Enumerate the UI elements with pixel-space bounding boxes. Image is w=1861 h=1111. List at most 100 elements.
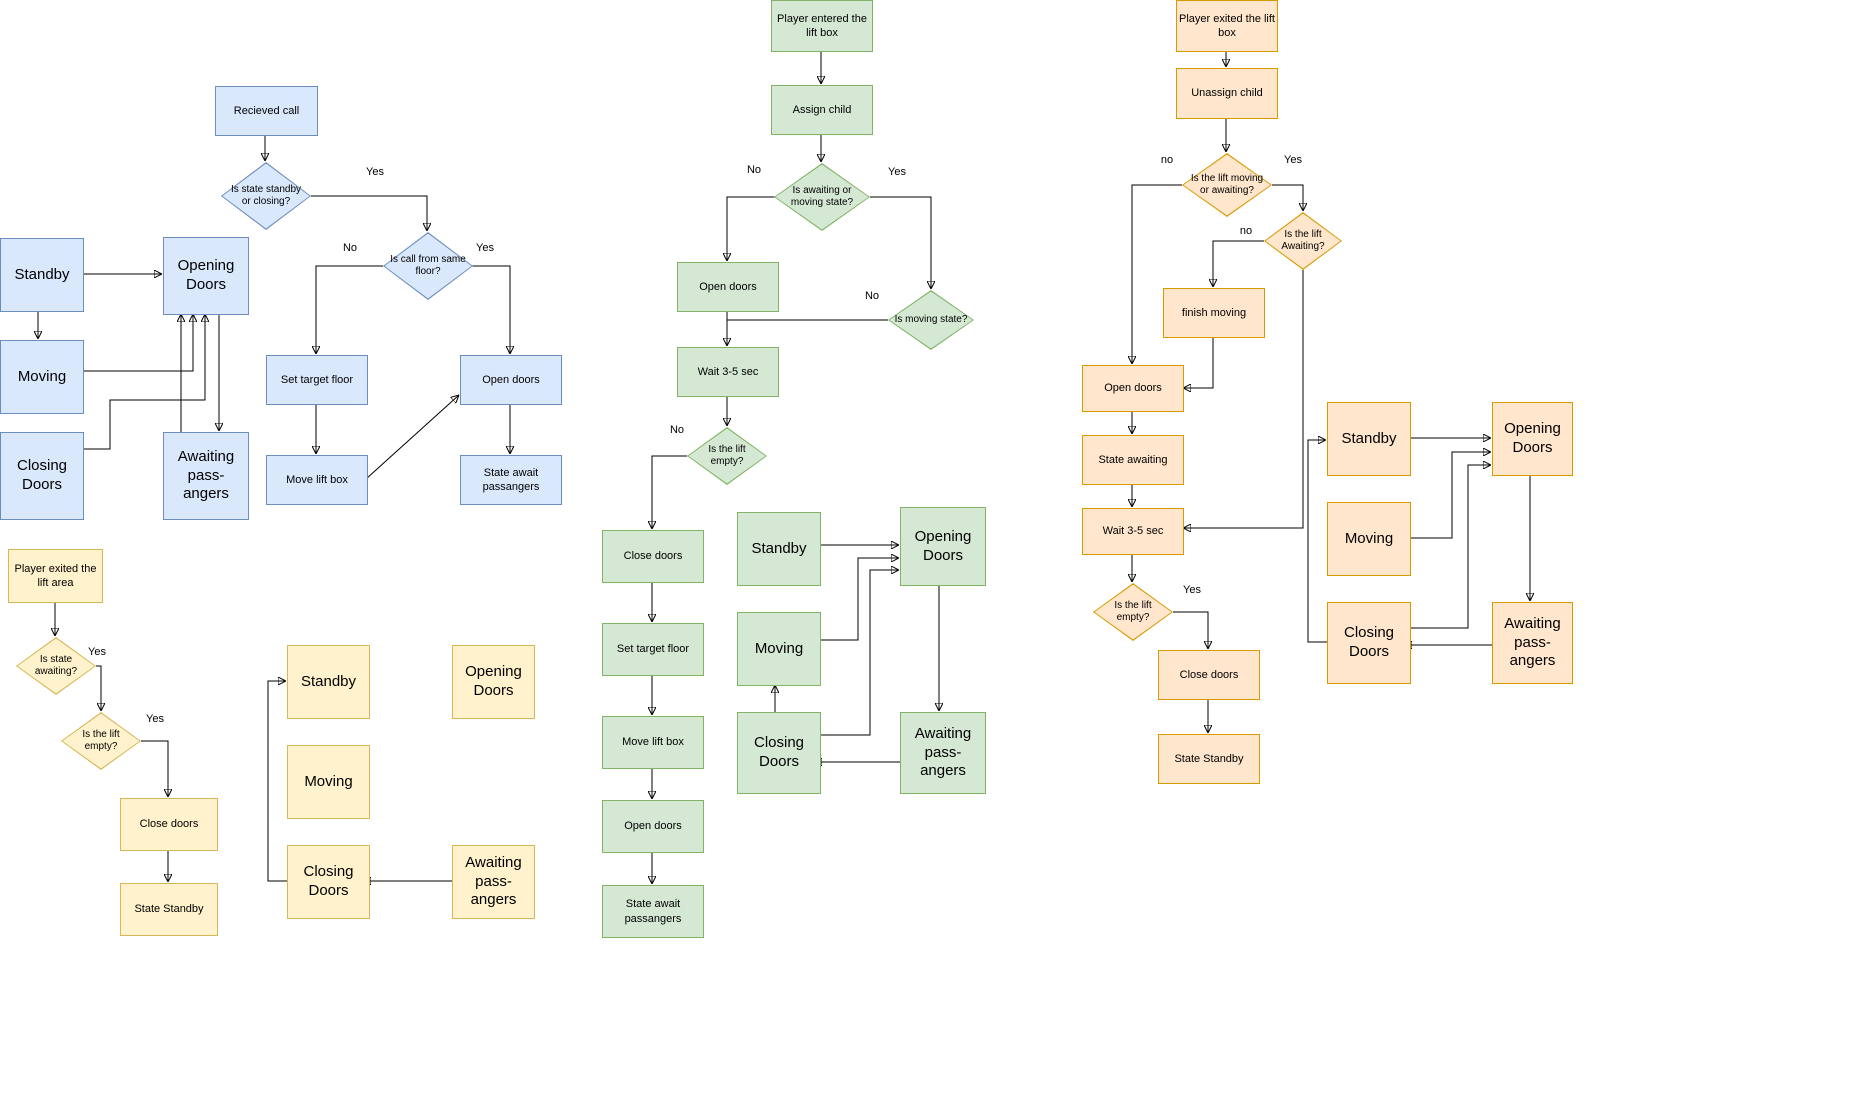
- yellow-moving-state[interactable]: Moving: [287, 745, 370, 819]
- edge-label-yes: Yes: [888, 166, 906, 178]
- edge-label-no: No: [746, 164, 762, 176]
- green-decision-awaiting-or-moving[interactable]: Is awaiting or moving state?: [774, 163, 870, 231]
- connector-arrow: [76, 314, 193, 372]
- blue-move-lift-box-step[interactable]: Move lift box: [266, 455, 368, 505]
- green-closing-doors-state[interactable]: Closing Doors: [737, 712, 821, 794]
- connector-arrow: [1272, 184, 1303, 211]
- orange-wait-step[interactable]: Wait 3-5 sec: [1082, 508, 1184, 555]
- green-close-doors-step[interactable]: Close doors: [602, 530, 704, 583]
- green-wait-step[interactable]: Wait 3-5 sec: [677, 347, 779, 397]
- connector-arrow: [652, 455, 687, 529]
- green-move-lift-box-step[interactable]: Move lift box: [602, 716, 704, 769]
- yellow-opening-doors-state[interactable]: Opening Doors: [452, 645, 535, 719]
- orange-player-exited-box-step[interactable]: Player exited the lift box: [1176, 0, 1278, 52]
- yellow-standby-state[interactable]: Standby: [287, 645, 370, 719]
- blue-state-await-passangers-step[interactable]: State await passangers: [460, 455, 562, 505]
- blue-closing-doors-state[interactable]: Closing Doors: [0, 432, 84, 520]
- blue-awaiting-passangers-state[interactable]: Awaiting pass-angers: [163, 432, 249, 520]
- green-set-target-floor-step[interactable]: Set target floor: [602, 623, 704, 676]
- connector-arrow: [870, 196, 931, 289]
- orange-finish-moving-step[interactable]: finish moving: [1163, 288, 1265, 338]
- orange-decision-moving-or-awaiting[interactable]: Is the lift moving or awaiting?: [1182, 153, 1272, 217]
- yellow-close-doors-step[interactable]: Close doors: [120, 798, 218, 851]
- connector-arrow: [472, 265, 510, 354]
- green-player-entered-step[interactable]: Player entered the lift box: [771, 0, 873, 52]
- green-decision-lift-empty[interactable]: Is the lift empty?: [687, 427, 767, 485]
- decision-label: Is the lift moving or awaiting?: [1190, 173, 1264, 196]
- connector-arrow: [76, 314, 205, 450]
- orange-closing-doors-state[interactable]: Closing Doors: [1327, 602, 1411, 684]
- green-assign-child-step[interactable]: Assign child: [771, 85, 873, 135]
- blue-set-target-floor-step[interactable]: Set target floor: [266, 355, 368, 405]
- connector-arrow: [1307, 440, 1327, 643]
- decision-label: Is moving state?: [894, 314, 968, 325]
- orange-standby-state[interactable]: Standby: [1327, 402, 1411, 476]
- decision-label: Is call from same floor?: [390, 254, 466, 277]
- edge-label-no: no: [1160, 154, 1174, 166]
- orange-moving-state[interactable]: Moving: [1327, 502, 1411, 576]
- yellow-decision-lift-empty[interactable]: Is the lift empty?: [61, 712, 141, 770]
- connector-arrow: [1173, 611, 1208, 649]
- connector-arrow: [727, 196, 775, 261]
- connector-arrow: [1403, 452, 1491, 539]
- decision-label: Is state standby or closing?: [230, 184, 302, 207]
- orange-unassign-child-step[interactable]: Unassign child: [1176, 68, 1278, 119]
- edge-label-yes: Yes: [146, 713, 164, 725]
- blue-decision-call-from-same-floor[interactable]: Is call from same floor?: [383, 232, 473, 300]
- connector-arrow: [316, 265, 383, 354]
- connector-arrow: [1183, 336, 1214, 388]
- connector-arrow: [1132, 184, 1182, 364]
- connector-arrow: [1183, 270, 1304, 528]
- decision-label: Is awaiting or moving state?: [790, 185, 854, 208]
- orange-decision-lift-awaiting[interactable]: Is the lift Awaiting?: [1264, 212, 1342, 270]
- edge-label-no: No: [864, 290, 880, 302]
- edge-label-no: No: [342, 242, 358, 254]
- edge-label-yes: Yes: [1183, 584, 1201, 596]
- connector-arrow: [141, 740, 168, 797]
- decision-label: Is the lift empty?: [1114, 600, 1152, 623]
- orange-state-standby-step[interactable]: State Standby: [1158, 734, 1260, 784]
- orange-awaiting-passangers-state[interactable]: Awaiting pass-angers: [1492, 602, 1573, 684]
- green-open-doors-step[interactable]: Open doors: [677, 262, 779, 312]
- orange-state-awaiting-step[interactable]: State awaiting: [1082, 435, 1184, 485]
- blue-standby-state[interactable]: Standby: [0, 238, 84, 312]
- orange-decision-lift-empty[interactable]: Is the lift empty?: [1093, 583, 1173, 641]
- blue-received-call-step[interactable]: Recieved call: [215, 86, 318, 136]
- blue-decision-state-standby-or-closing[interactable]: Is state standby or closing?: [221, 162, 311, 230]
- yellow-player-exited-area-step[interactable]: Player exited the lift area: [8, 549, 103, 603]
- connector-arrow: [1403, 465, 1491, 629]
- blue-open-doors-step[interactable]: Open doors: [460, 355, 562, 405]
- decision-label: Is the lift empty?: [708, 444, 746, 467]
- edge-label-yes: Yes: [1284, 154, 1302, 166]
- connector-arrow: [1213, 240, 1264, 287]
- edge-label-no: no: [1239, 225, 1253, 237]
- green-opening-doors-state[interactable]: Opening Doors: [900, 507, 986, 586]
- edge-label-yes: Yes: [366, 166, 384, 178]
- connector-arrow: [311, 195, 427, 231]
- green-open-doors2-step[interactable]: Open doors: [602, 800, 704, 853]
- connector-arrow: [813, 570, 899, 736]
- edge-label-yes: Yes: [88, 646, 106, 658]
- orange-open-doors-step[interactable]: Open doors: [1082, 365, 1184, 412]
- green-decision-moving-state[interactable]: Is moving state?: [888, 290, 974, 350]
- connector-arrow: [365, 395, 459, 480]
- green-moving-state[interactable]: Moving: [737, 612, 821, 686]
- yellow-decision-state-awaiting[interactable]: Is state awaiting?: [16, 637, 96, 695]
- green-standby-state[interactable]: Standby: [737, 512, 821, 586]
- decision-label: Is the lift empty?: [82, 729, 120, 752]
- yellow-awaiting-passangers-state[interactable]: Awaiting pass-angers: [452, 845, 535, 919]
- connector-arrow: [813, 558, 899, 641]
- green-awaiting-passangers-state[interactable]: Awaiting pass-angers: [900, 712, 986, 794]
- connector-arrow: [96, 665, 101, 711]
- yellow-closing-doors-state[interactable]: Closing Doors: [287, 845, 370, 919]
- green-state-await-passangers-step[interactable]: State await passangers: [602, 885, 704, 938]
- decision-label: Is state awaiting?: [34, 654, 78, 677]
- edge-label-no: No: [669, 424, 685, 436]
- blue-opening-doors-state[interactable]: Opening Doors: [163, 237, 249, 315]
- orange-close-doors-step[interactable]: Close doors: [1158, 650, 1260, 700]
- blue-moving-state[interactable]: Moving: [0, 340, 84, 414]
- yellow-state-standby-step[interactable]: State Standby: [120, 883, 218, 936]
- orange-opening-doors-state[interactable]: Opening Doors: [1492, 402, 1573, 476]
